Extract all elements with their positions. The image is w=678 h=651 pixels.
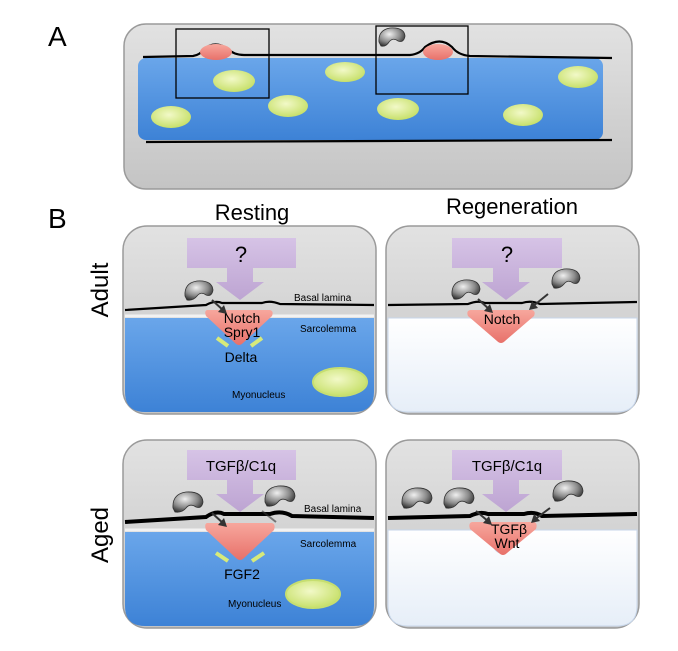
signal-label: ? bbox=[501, 242, 513, 267]
adult-regeneration-cell: ? Notch bbox=[385, 225, 640, 415]
panel-a-myonucleus bbox=[213, 70, 255, 92]
panel-a-myonucleus bbox=[325, 62, 365, 82]
macrophage-icon bbox=[551, 268, 581, 289]
signal-label: TGFβ/C1q bbox=[472, 458, 542, 475]
notch-arrow-head bbox=[218, 305, 227, 314]
panel-a-myonucleus bbox=[377, 98, 419, 120]
macrophage-icon bbox=[451, 279, 481, 300]
panel-a-letter: A bbox=[48, 21, 67, 52]
panel-a-basal-lamina-bottom bbox=[145, 138, 613, 144]
satellite-cell bbox=[205, 310, 273, 345]
panel-a-myonucleus bbox=[268, 95, 308, 117]
fgf2-label: FGF2 bbox=[224, 566, 260, 582]
myonucleus bbox=[285, 579, 341, 609]
panel-a-macrophage-icon bbox=[378, 27, 406, 47]
panel-a-satellite-cell bbox=[200, 44, 232, 60]
macrophage-icon bbox=[184, 280, 214, 301]
panel-a-myofiber bbox=[138, 58, 603, 140]
delta-marker bbox=[215, 336, 230, 348]
fgf2-marker bbox=[214, 551, 230, 563]
signal-arrow-box bbox=[187, 450, 296, 512]
signal-arrow-box bbox=[452, 450, 562, 512]
panel-a-zoom-box bbox=[175, 28, 270, 99]
signal-label: TGFβ/C1q bbox=[206, 458, 276, 475]
macrophage-icon bbox=[552, 480, 584, 502]
delta-label: Delta bbox=[225, 349, 258, 365]
satellite-cell bbox=[205, 523, 275, 560]
notch-label: Notch bbox=[224, 310, 261, 326]
spry1-label: Spry1 bbox=[224, 324, 261, 340]
satellite-cell bbox=[467, 310, 535, 343]
panel-a-myonucleus bbox=[503, 104, 543, 126]
panel-a-myonucleus bbox=[151, 106, 191, 128]
basal-lamina-line bbox=[124, 300, 375, 312]
basal-lamina-line bbox=[124, 510, 375, 524]
signal-arrow-head bbox=[531, 514, 540, 523]
signal-arrow-head bbox=[218, 518, 227, 527]
panel-a-satellite-cell bbox=[423, 44, 453, 60]
basal-lamina-line bbox=[387, 300, 638, 307]
satellite-cell bbox=[469, 522, 537, 555]
macrophage-icon bbox=[443, 487, 475, 509]
notch-arrow-head bbox=[529, 301, 538, 310]
signal-arrow-head bbox=[483, 516, 492, 525]
panel-b-letter: B bbox=[48, 203, 67, 234]
panel-b: B Resting Regeneration Adult Aged bbox=[48, 194, 578, 563]
delta-marker bbox=[249, 336, 264, 348]
panel-a-zoom-box bbox=[375, 25, 469, 95]
column-title-regeneration: Regeneration bbox=[446, 194, 578, 219]
adult-resting-cell: ? Basal lamina Sarcolemma Notch Spry1 De… bbox=[122, 225, 377, 415]
signal-arrow-box bbox=[452, 238, 562, 300]
macrophage-icon bbox=[401, 487, 433, 509]
aged-regeneration-cell: TGFβ/C1q TGFβ Wnt bbox=[385, 439, 640, 629]
signal-arrow bbox=[261, 510, 277, 523]
notch-label: Notch bbox=[484, 311, 521, 327]
macrophage-icon bbox=[172, 491, 204, 513]
sarcolemma-label: Sarcolemma bbox=[300, 539, 357, 550]
fgf2-marker bbox=[250, 551, 266, 563]
macrophage-icon bbox=[264, 485, 296, 507]
sarcolemma-label: Sarcolemma bbox=[300, 324, 357, 335]
aged-resting-cell: TGFβ/C1q Basal lamina Sarcolemma FGF2 My… bbox=[122, 439, 377, 629]
basal-lamina-label: Basal lamina bbox=[294, 293, 352, 304]
column-title-resting: Resting bbox=[215, 200, 290, 225]
basal-lamina-line bbox=[387, 510, 638, 520]
row-title-adult: Adult bbox=[87, 262, 114, 317]
signal-label: ? bbox=[235, 242, 247, 267]
panel-a-myonucleus bbox=[558, 66, 598, 88]
myofiber bbox=[125, 318, 374, 412]
notch-arrow-head bbox=[484, 304, 493, 313]
row-title-aged: Aged bbox=[87, 507, 114, 563]
myonucleus-label: Myonucleus bbox=[232, 390, 285, 401]
myonucleus-label: Myonucleus bbox=[228, 599, 281, 610]
signal-arrow-box bbox=[187, 238, 296, 300]
tgfb-label: TGFβ bbox=[491, 521, 527, 537]
myonucleus bbox=[312, 367, 368, 397]
basal-lamina-label: Basal lamina bbox=[304, 504, 362, 515]
panel-a: A bbox=[48, 21, 633, 190]
wnt-label: Wnt bbox=[495, 535, 520, 551]
